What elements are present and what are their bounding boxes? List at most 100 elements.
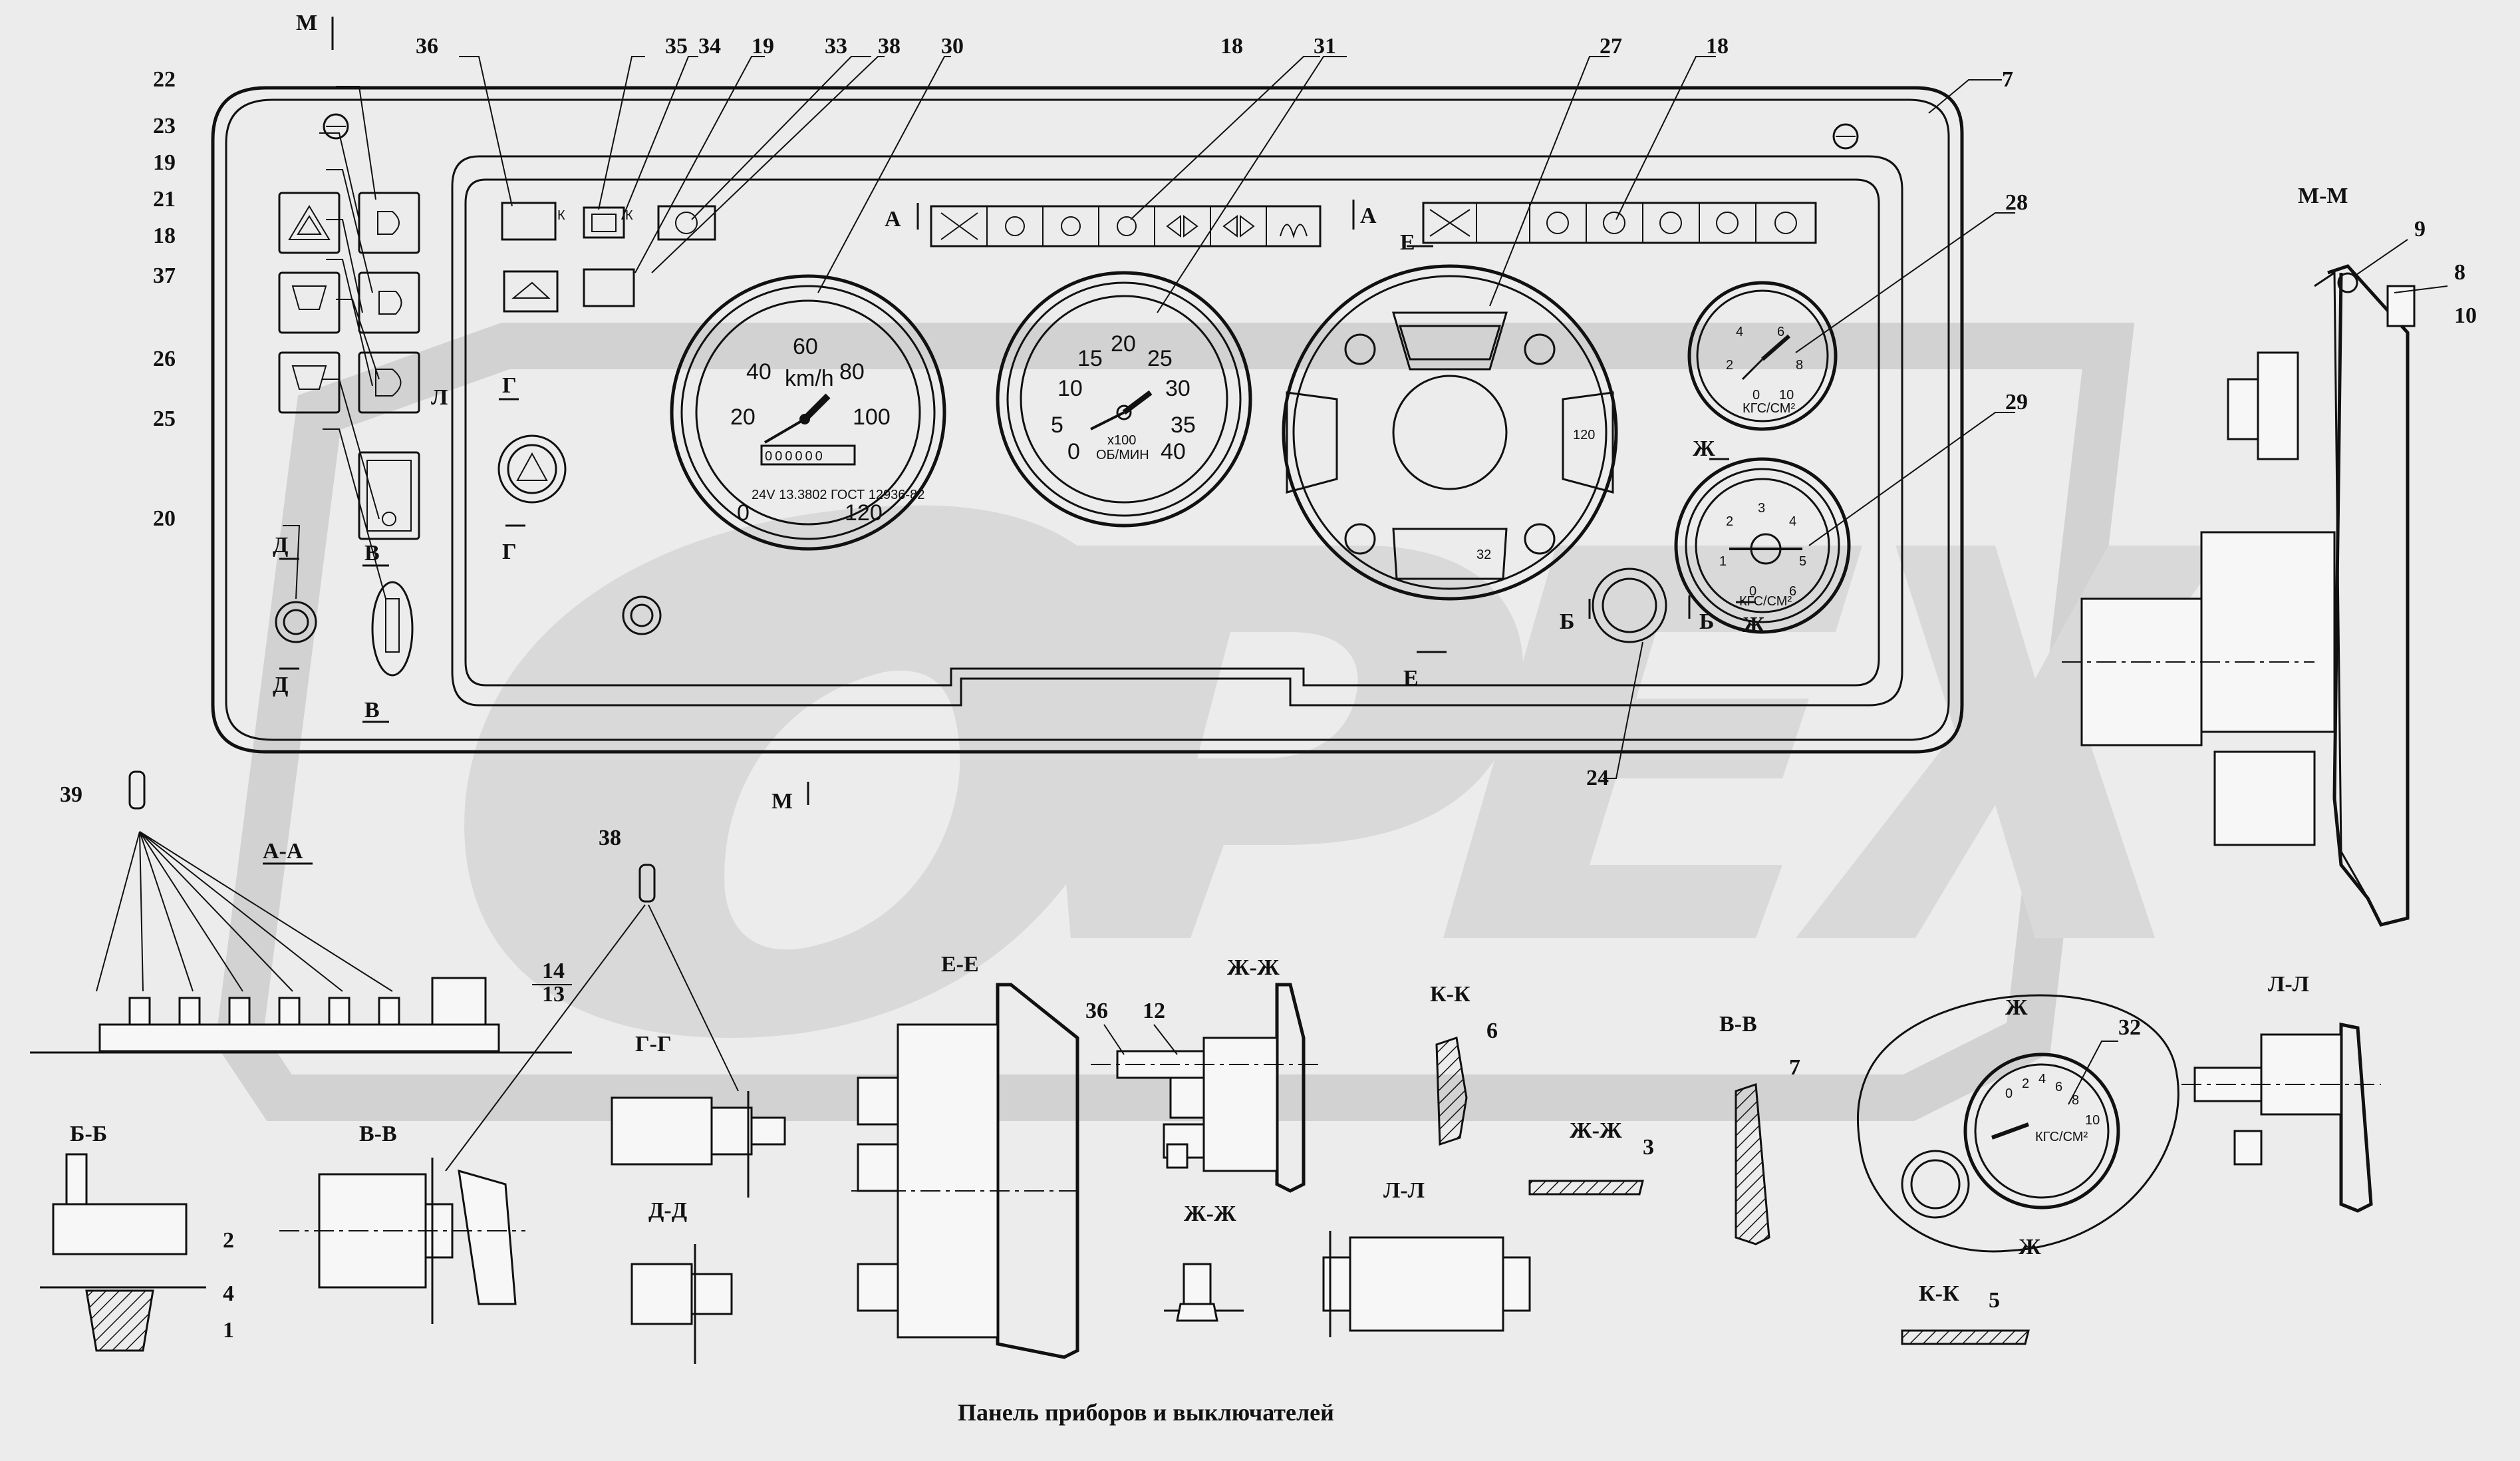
label-10: 10	[2454, 303, 2477, 328]
label-32: 32	[2118, 1015, 2141, 1040]
cut-zh-bottom: Ж	[1743, 613, 1765, 637]
cut-d-bottom: Д	[273, 673, 288, 697]
speedo-footer: 24V 13.3802 ГОСТ 12936-82	[752, 488, 924, 502]
section-view-k-k-center: Ж-Ж	[1164, 1202, 1244, 1322]
label-2: 2	[223, 1228, 234, 1253]
label-26: 26	[153, 347, 176, 371]
tacho-unit: ОБ/МИН	[1096, 448, 1149, 462]
label-21: 21	[153, 187, 176, 212]
cut-a-left: А	[885, 207, 901, 232]
switch-letter-k1: К	[557, 208, 565, 223]
combo-volt-label: 32	[1476, 548, 1491, 562]
gauge28-tick-8: 8	[1796, 358, 1803, 373]
label-17: 19	[752, 34, 774, 59]
gauge29-tick-5: 5	[1799, 554, 1806, 569]
gauge29-tick-2: 2	[1726, 514, 1733, 529]
label-18: 18	[153, 224, 176, 248]
warning-lamps: К К	[497, 202, 1817, 504]
section-view-m-m: М-М	[2062, 184, 2448, 927]
section-view-v-v-middle: К-К 6	[1430, 982, 1498, 1146]
gauge32-tick-2: 2	[2022, 1076, 2029, 1091]
gauge29-tick-1: 1	[1719, 554, 1727, 569]
label-1: 1	[223, 1318, 234, 1343]
label-8: 8	[2454, 260, 2465, 285]
section-title-a-a: А-А	[263, 839, 303, 864]
cut-zh-top: Ж	[1693, 436, 1715, 461]
speedo-tick-0: 0	[737, 500, 750, 526]
section-view-a-a: А-А 39 14 13	[30, 770, 572, 1054]
label-35: 35	[665, 34, 688, 59]
gauge32-tick-8: 8	[2072, 1093, 2079, 1108]
gauge32-unit: КГС/СМ²	[2035, 1130, 2088, 1144]
section-view-zh-zh-right: Л-Л	[2181, 972, 2381, 1213]
label-30: 30	[941, 34, 964, 59]
label-39: 38	[878, 34, 901, 59]
cut-m-bottom: М	[771, 789, 793, 814]
label-4: 4	[223, 1281, 234, 1306]
tacho-tick-30: 30	[1165, 376, 1190, 401]
pressure-gauge-28: 0 2 4 6 8 10 КГС/СМ²	[1687, 281, 1838, 431]
combo-temp-label: 120	[1573, 428, 1595, 442]
switch-block-left: Л	[275, 192, 448, 677]
section-title-l-l-large: Л-Л	[1383, 1178, 1425, 1203]
section-view-d-d: Д-Д	[630, 1198, 733, 1364]
tacho-tick-40: 40	[1161, 439, 1186, 464]
section-title-k-k-center: Ж-Ж	[1184, 1202, 1236, 1226]
cut-g-bottom: Г	[502, 540, 517, 564]
speedo-unit: km/h	[785, 366, 834, 391]
section-view-zh-zh-7: В-В 7	[1719, 1012, 1800, 1245]
section-view-l-l-large: Л-Л	[1322, 1178, 1531, 1337]
label-22: 22	[153, 67, 176, 92]
label-27: 27	[1600, 34, 1622, 59]
tacho-multiplier: x100	[1107, 433, 1136, 448]
section-view-g-g: Г-Г	[611, 1032, 786, 1198]
section-title-v-v-middle: К-К	[1430, 982, 1470, 1007]
label-34: 34	[698, 34, 721, 59]
label-9: 9	[2414, 217, 2426, 242]
tacho-tick-15: 15	[1077, 346, 1103, 371]
cut-g-top: Г	[502, 373, 517, 398]
cut-m-top: М	[296, 11, 317, 35]
section-view-v-v-left: В-В	[279, 1122, 525, 1324]
gauge32-tick-10: 10	[2085, 1113, 2100, 1128]
tacho-tick-0: 0	[1067, 439, 1080, 464]
section-view-k-k-right: К-К 5	[1901, 1281, 2030, 1345]
section-view-b-b: Б-Б 2 4 1	[40, 1122, 234, 1352]
label-12: 12	[1143, 999, 1165, 1023]
speedo-tick-20: 20	[730, 405, 756, 430]
tachometer: 0 5 10 15 20 25 30 35 40 x100 ОБ/МИН	[996, 271, 1252, 528]
section-title-k-k-right: К-К	[1919, 1281, 1959, 1306]
gauge-32-detail: Ж Ж 0 2 4 6 8 10 КГС/СМ² 32	[1856, 994, 2179, 1259]
label-15: 18	[1220, 34, 1243, 59]
section-title-m-m: М-М	[2298, 184, 2348, 208]
pressure-gauge-29: 0 1 2 3 4 5 6 КГС/СМ²	[1674, 457, 1851, 634]
section-view-l-l-small: Ж-Ж 3	[1528, 1118, 1654, 1196]
tacho-tick-25: 25	[1147, 346, 1173, 371]
tacho-tick-5: 5	[1051, 412, 1063, 438]
label-5: 5	[1989, 1288, 2000, 1313]
label-16: 18	[1706, 34, 1729, 59]
gauge28-tick-6: 6	[1777, 325, 1784, 339]
cut-e-top: Е	[1400, 230, 1415, 255]
cut-e-bottom: Е	[1403, 666, 1419, 691]
section-title-b-b: Б-Б	[70, 1122, 107, 1146]
label-40: 39	[60, 782, 82, 807]
switch-39-detail: 38	[445, 826, 739, 1172]
tacho-tick-20: 20	[1111, 331, 1136, 357]
cut-a-right: А	[1360, 204, 1377, 228]
tacho-tick-35: 35	[1171, 412, 1196, 438]
gauge28-unit: КГС/СМ²	[1743, 401, 1795, 416]
gauge29-unit: КГС/СМ²	[1739, 594, 1792, 609]
speedometer: 0 20 40 60 80 100 120 km/h 000000 24V 13…	[670, 274, 946, 551]
section-title-e-e: Е-Е	[941, 952, 979, 977]
label-28: 28	[2005, 190, 2028, 215]
speedo-tick-120: 120	[845, 500, 883, 526]
cut-d-top: Д	[273, 533, 288, 558]
gauge32-tick-4: 4	[2038, 1072, 2046, 1086]
section-view-zh-zh-center: 36 12 Ж-Ж	[1085, 955, 1324, 1193]
label-33: 33	[825, 34, 847, 59]
combination-gauge: 120 32	[1282, 264, 1618, 601]
section-title-g-g: Г-Г	[635, 1032, 672, 1056]
fitting-24	[1592, 568, 1667, 643]
